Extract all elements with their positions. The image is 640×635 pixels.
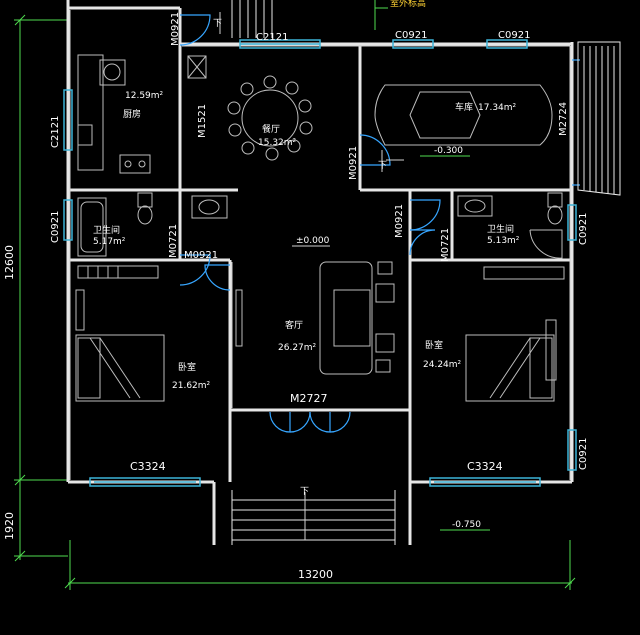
top-stairs (231, 0, 273, 38)
utility-box (187, 55, 207, 79)
code-c0921-right-lower: C0921 (578, 438, 589, 470)
code-c0921-top2: C0921 (498, 30, 530, 41)
arrow-entrance-label: 下 (300, 487, 309, 497)
bath-left-fixtures (77, 192, 228, 257)
bed-left-area-label: 21.62m² (172, 381, 211, 391)
code-m0921-right: M0921 (394, 204, 405, 238)
code-c0921-top1: C0921 (395, 30, 427, 41)
dining-name-label: 餐厅 (262, 123, 280, 135)
dining-area-label: 15.32m² (258, 138, 297, 148)
kitchen-area-label: 12.59m² (125, 91, 164, 101)
bed-right (465, 266, 565, 402)
kitchen-fixtures (77, 54, 151, 174)
dimension-width-total: 13200 (298, 568, 333, 581)
garage-area-label: 17.34m² (478, 103, 517, 113)
code-m0721-left: M0721 (168, 224, 179, 258)
bath-right-name-label: 卫生间 (487, 223, 514, 235)
car (374, 84, 553, 146)
ramp (577, 41, 621, 196)
arrow-garage-label: 下 (378, 161, 387, 171)
dimension-height-steps: 1920 (3, 512, 16, 540)
code-c0921-left: C0921 (50, 211, 61, 243)
dining-table (227, 75, 313, 161)
code-c0921-right-upper: C0921 (578, 213, 589, 245)
bath-right-fixtures (457, 192, 563, 259)
code-m0921-top: M0921 (170, 12, 181, 46)
code-c3324-left: C3324 (130, 460, 166, 473)
bed-left-name-label: 卧室 (178, 361, 196, 373)
code-m0721-right: M0721 (440, 228, 451, 262)
bath-left-area-label: 5.17m² (93, 237, 126, 247)
living-area-label: 26.27m² (278, 343, 317, 353)
dimension-lines (14, 0, 576, 590)
doors (179, 14, 580, 433)
arrow-top-label: 下 (213, 19, 222, 29)
garage-name-label: 车库 (455, 101, 473, 113)
level-living: ±0.000 (296, 236, 330, 246)
entrance-steps (231, 490, 396, 545)
bath-left-name-label: 卫生间 (93, 224, 120, 236)
code-c2121-left: C2121 (50, 116, 61, 148)
wardrobe-left (77, 265, 159, 279)
sofa-set (235, 261, 395, 375)
dimension-height-main: 12600 (3, 245, 16, 280)
bed-right-area-label: 24.24m² (423, 360, 462, 370)
kitchen-name-label: 厨房 (123, 108, 141, 120)
windows (63, 39, 577, 487)
arrows (219, 12, 404, 172)
code-m2727: M2727 (290, 392, 328, 405)
code-c3324-right: C3324 (467, 460, 503, 473)
level-entrance: -0.750 (452, 520, 481, 530)
code-c2121-top: C2121 (256, 32, 288, 43)
code-m0921-mid: M0921 (348, 146, 359, 180)
living-name-label: 客厅 (285, 319, 303, 331)
code-m1521: M1521 (197, 104, 208, 138)
level-garage: -0.300 (434, 146, 463, 156)
bed-left (75, 289, 165, 402)
top-note: 室外标高 (390, 0, 426, 9)
bath-right-area-label: 5.13m² (487, 236, 520, 246)
bed-right-name-label: 卧室 (425, 339, 443, 351)
code-m0921-bathdoor: M0921 (184, 250, 218, 261)
code-m2724: M2724 (558, 102, 569, 136)
